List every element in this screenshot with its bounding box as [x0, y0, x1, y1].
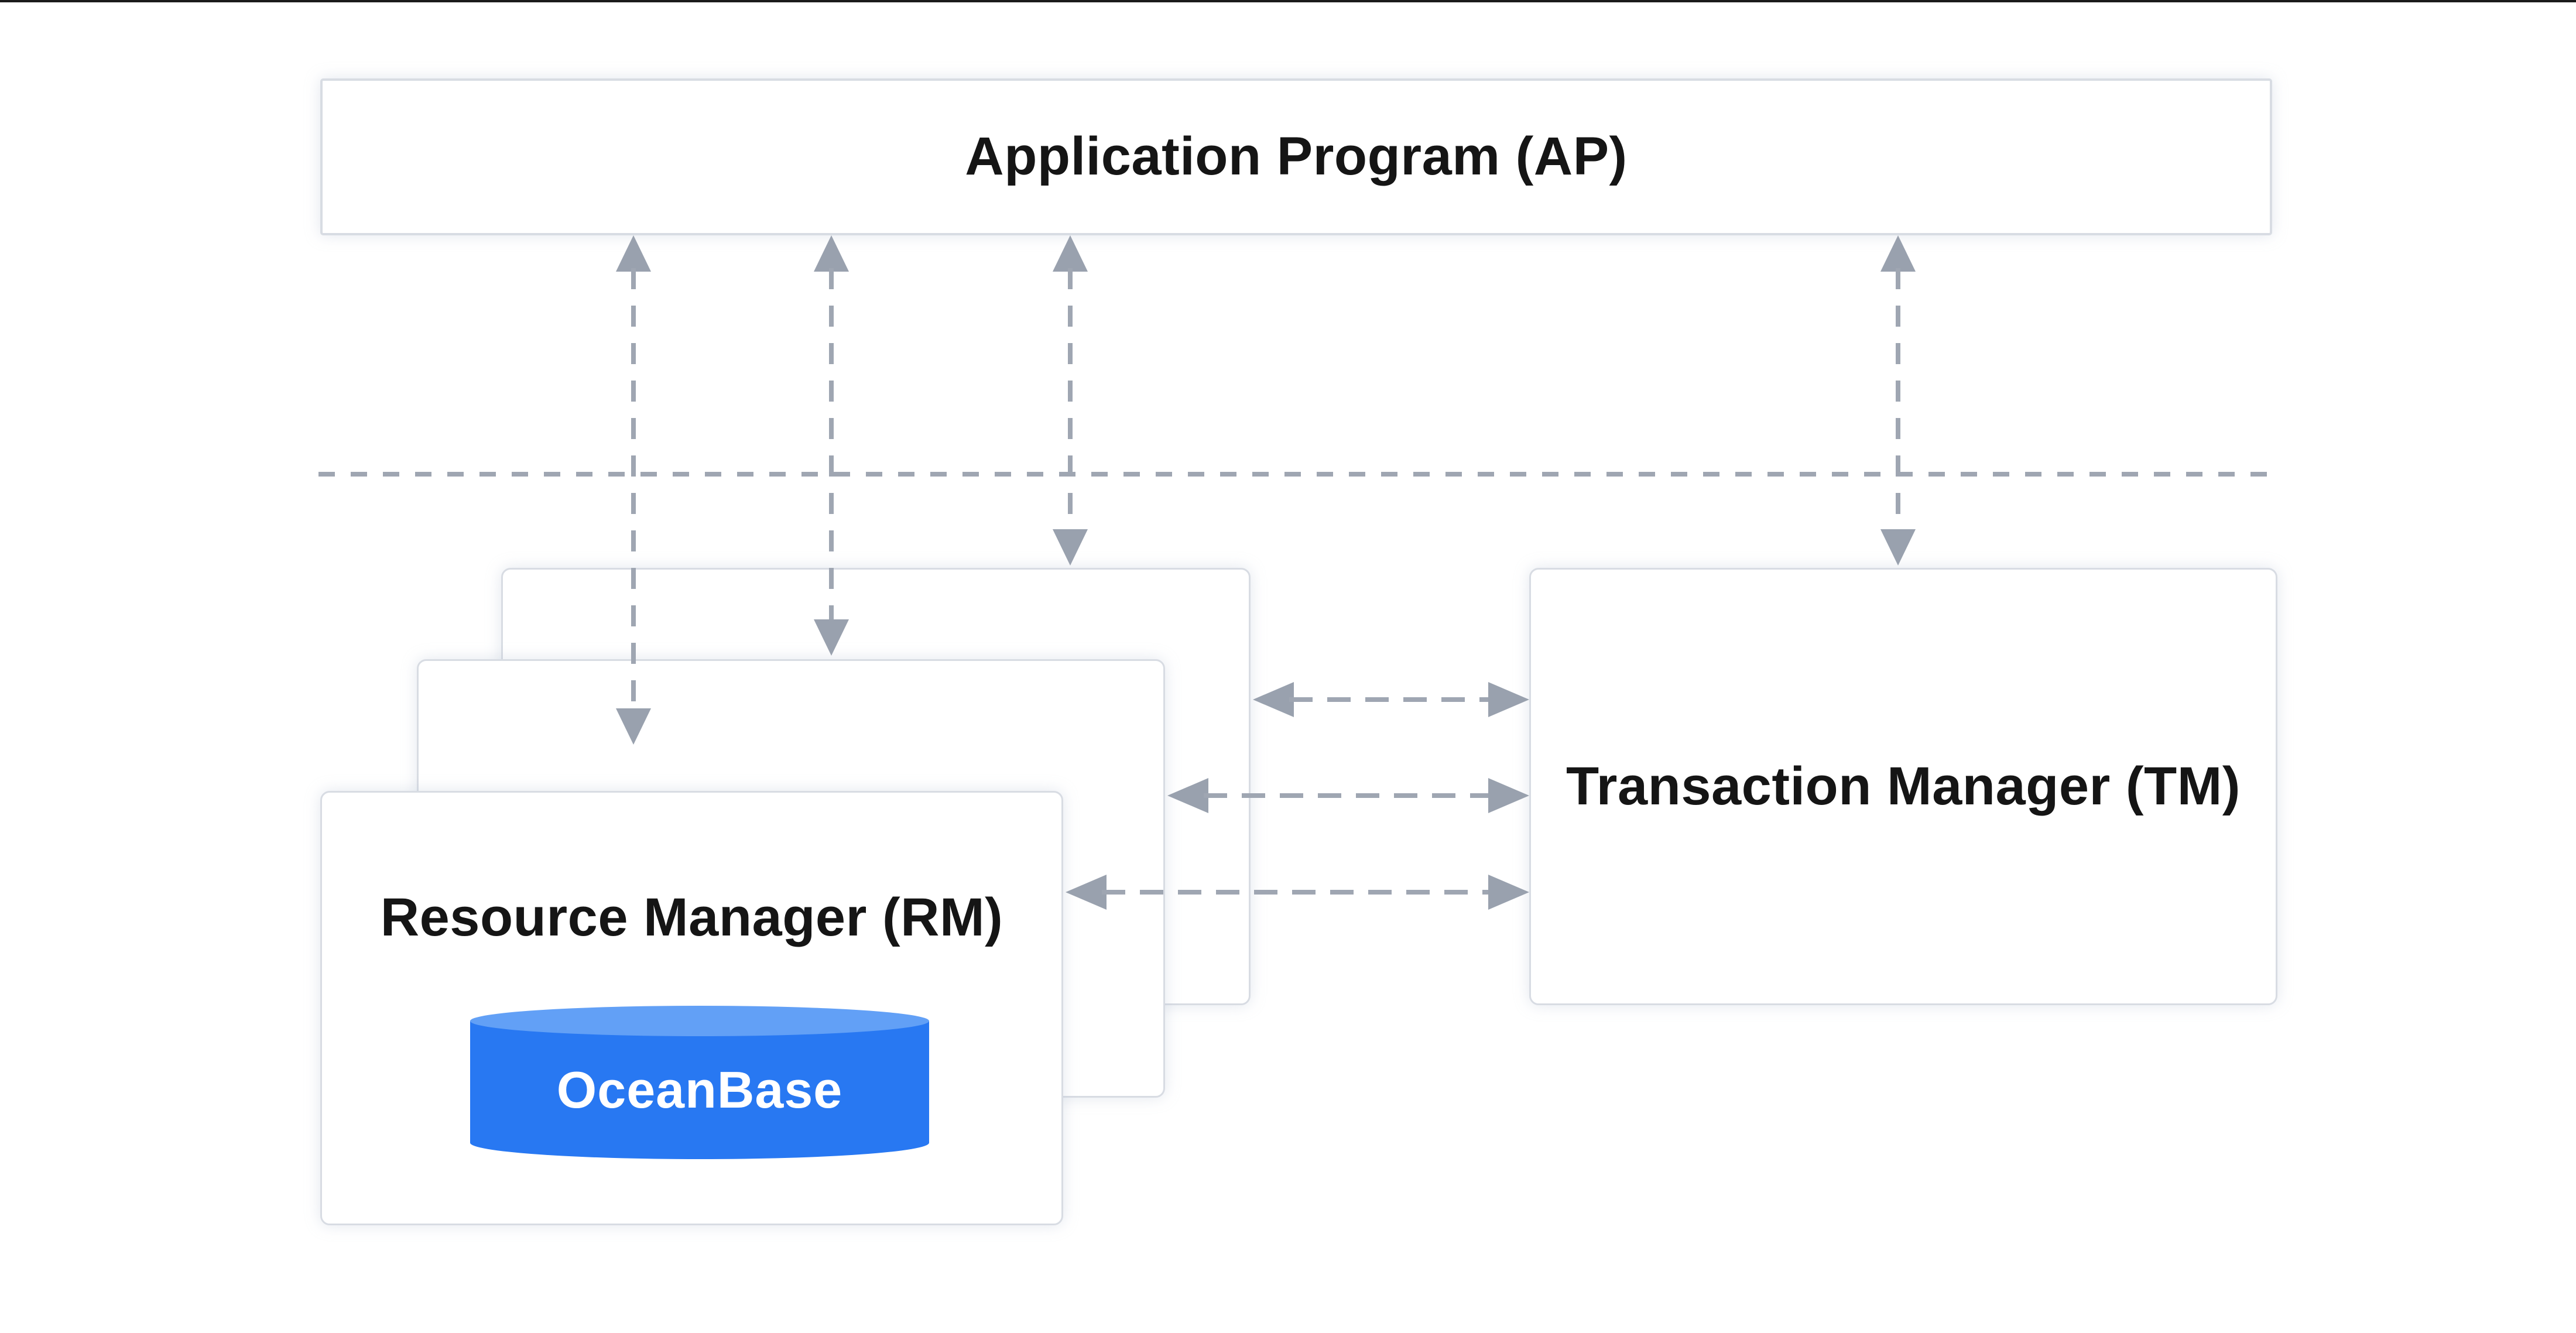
application-program-label: Application Program (AP) [965, 126, 1628, 187]
transaction-manager-label: Transaction Manager (TM) [1566, 756, 2241, 816]
layer-separator-dashed-line [318, 472, 2268, 477]
arrowhead-left-icon [1253, 682, 1294, 717]
dashed-shaft [1068, 268, 1073, 533]
cylinder-top-ellipse [470, 1006, 929, 1036]
screenshot-top-edge-line [0, 0, 2576, 2]
arrowhead-down-icon [1880, 529, 1916, 566]
dashed-shaft [1204, 793, 1493, 798]
dashed-shaft [1896, 268, 1900, 533]
dashed-shaft [829, 268, 834, 623]
arrowhead-left-icon [1167, 778, 1208, 813]
arrow-ap-rm-middle [814, 235, 849, 656]
arrowhead-down-icon [814, 619, 849, 656]
transaction-manager-box: Transaction Manager (TM) [1529, 568, 2277, 1005]
dashed-shaft [1102, 890, 1493, 895]
arrowhead-down-icon [616, 708, 651, 745]
arrowhead-right-icon [1488, 875, 1529, 910]
application-program-box: Application Program (AP) [320, 78, 2272, 235]
oceanbase-label: OceanBase [556, 1061, 843, 1119]
resource-manager-box: Resource Manager (RM) OceanBase [320, 791, 1063, 1225]
oceanbase-database-cylinder-icon: OceanBase [470, 1006, 929, 1159]
arrowhead-up-icon [1053, 235, 1088, 272]
arrowhead-down-icon [1053, 529, 1088, 566]
arrow-rm-middle-tm [1167, 778, 1529, 813]
arrow-ap-rm-front [616, 235, 651, 745]
dashed-shaft [631, 268, 636, 712]
arrow-rm-back-tm [1253, 682, 1529, 717]
arrowhead-up-icon [1880, 235, 1916, 272]
dashed-shaft [1289, 697, 1493, 702]
arrowhead-up-icon [814, 235, 849, 272]
arrowhead-right-icon [1488, 682, 1529, 717]
arrowhead-left-icon [1066, 875, 1107, 910]
arrowhead-right-icon [1488, 778, 1529, 813]
arrowhead-up-icon [616, 235, 651, 272]
resource-manager-label: Resource Manager (RM) [380, 887, 1003, 947]
arrow-ap-tm [1880, 235, 1916, 566]
arrow-ap-rm-back [1053, 235, 1088, 566]
cylinder-body [470, 1021, 929, 1159]
arrow-rm-front-tm [1066, 875, 1529, 910]
